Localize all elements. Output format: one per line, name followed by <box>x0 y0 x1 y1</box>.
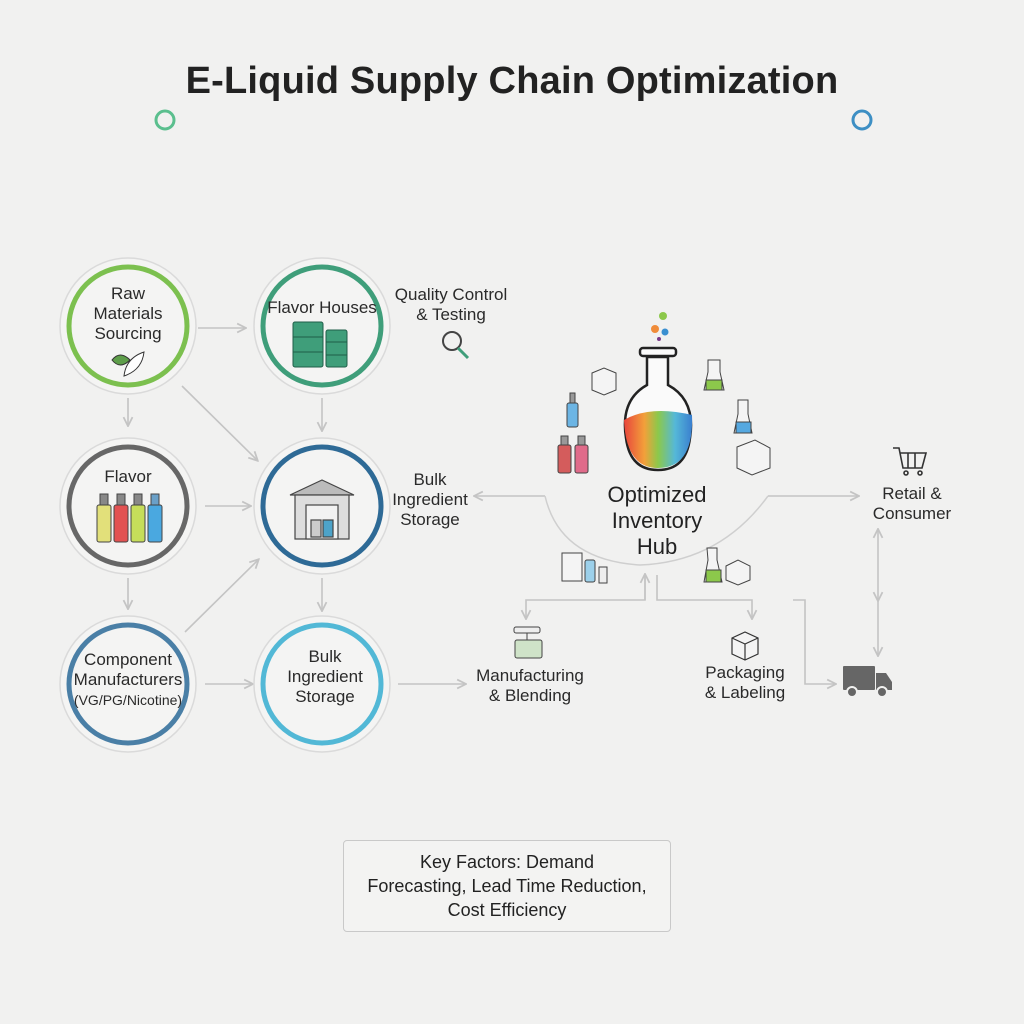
key-factors-line: Forecasting, Lead Time Reduction, <box>367 876 647 896</box>
label-text: & Labeling <box>704 683 786 702</box>
node-label: Bulk <box>308 647 342 666</box>
flask-icon <box>623 312 693 472</box>
node-label: Sourcing <box>94 324 162 343</box>
cart-icon <box>893 447 928 476</box>
label-optimized-inventory-hub: Optimized Inventory Hub <box>607 482 706 560</box>
title-divider <box>154 109 873 131</box>
label-text: Ingredient <box>392 490 468 509</box>
key-factors-text: Key Factors: Demand Forecasting, Lead Ti… <box>344 850 670 922</box>
node-label: (VG/PG/Nicotine) <box>73 692 183 708</box>
flow-arrows <box>128 328 878 684</box>
hub-arc <box>544 495 769 566</box>
label-text: Storage <box>400 510 460 529</box>
node-bulk-ingredient-storage: Bulk Ingredient Storage <box>287 647 363 707</box>
inventory-items-icon <box>557 359 771 586</box>
key-factors-box: Key Factors: Demand Forecasting, Lead Ti… <box>343 840 671 932</box>
node-flavor: Flavor <box>104 467 152 486</box>
bottles-icon <box>96 493 163 543</box>
node-flavor-houses: Flavor Houses <box>267 298 377 317</box>
label-text: & Testing <box>416 305 486 324</box>
label-text: & Blending <box>488 686 572 705</box>
label-text: Manufacturing <box>476 666 584 685</box>
label-text: Consumer <box>872 504 952 523</box>
label-text: Packaging <box>705 663 785 682</box>
label-text: Bulk <box>413 470 447 489</box>
barrels-icon <box>292 321 348 368</box>
label-text: Quality Control <box>394 285 508 304</box>
label-bulk-ingredient-storage: Bulk Ingredient Storage <box>392 470 468 530</box>
label-text: Optimized <box>607 482 707 507</box>
label-quality-control: Quality Control & Testing <box>395 285 507 325</box>
node-label: Raw <box>110 284 145 303</box>
box-icon <box>731 631 759 661</box>
label-text: Inventory <box>611 508 703 533</box>
label-retail-consumer: Retail & Consumer <box>873 484 951 524</box>
mixer-icon <box>513 626 543 659</box>
key-factors-line: Key Factors: Demand <box>419 852 595 872</box>
label-text: Retail & <box>882 484 942 503</box>
leaf-icon <box>111 351 145 377</box>
truck-icon <box>843 666 892 698</box>
node-component-manufacturers: Component Manufacturers (VG/PG/Nicotine) <box>74 650 183 710</box>
node-label: Component <box>84 650 172 669</box>
node-raw-materials: Raw Materials Sourcing <box>94 284 163 344</box>
node-label: Storage <box>295 687 355 706</box>
magnifier-icon <box>442 331 470 360</box>
key-factors-line: Cost Efficiency <box>447 900 567 920</box>
label-packaging-labeling: Packaging & Labeling <box>705 663 785 703</box>
node-label: Ingredient <box>287 667 363 686</box>
node-label: Materials <box>93 304 163 323</box>
label-text: Hub <box>636 534 678 559</box>
page-title: E-Liquid Supply Chain Optimization <box>185 60 839 102</box>
node-label: Manufacturers <box>73 670 183 689</box>
label-manufacturing-blending: Manufacturing & Blending <box>476 666 584 706</box>
warehouse-icon <box>289 479 355 540</box>
